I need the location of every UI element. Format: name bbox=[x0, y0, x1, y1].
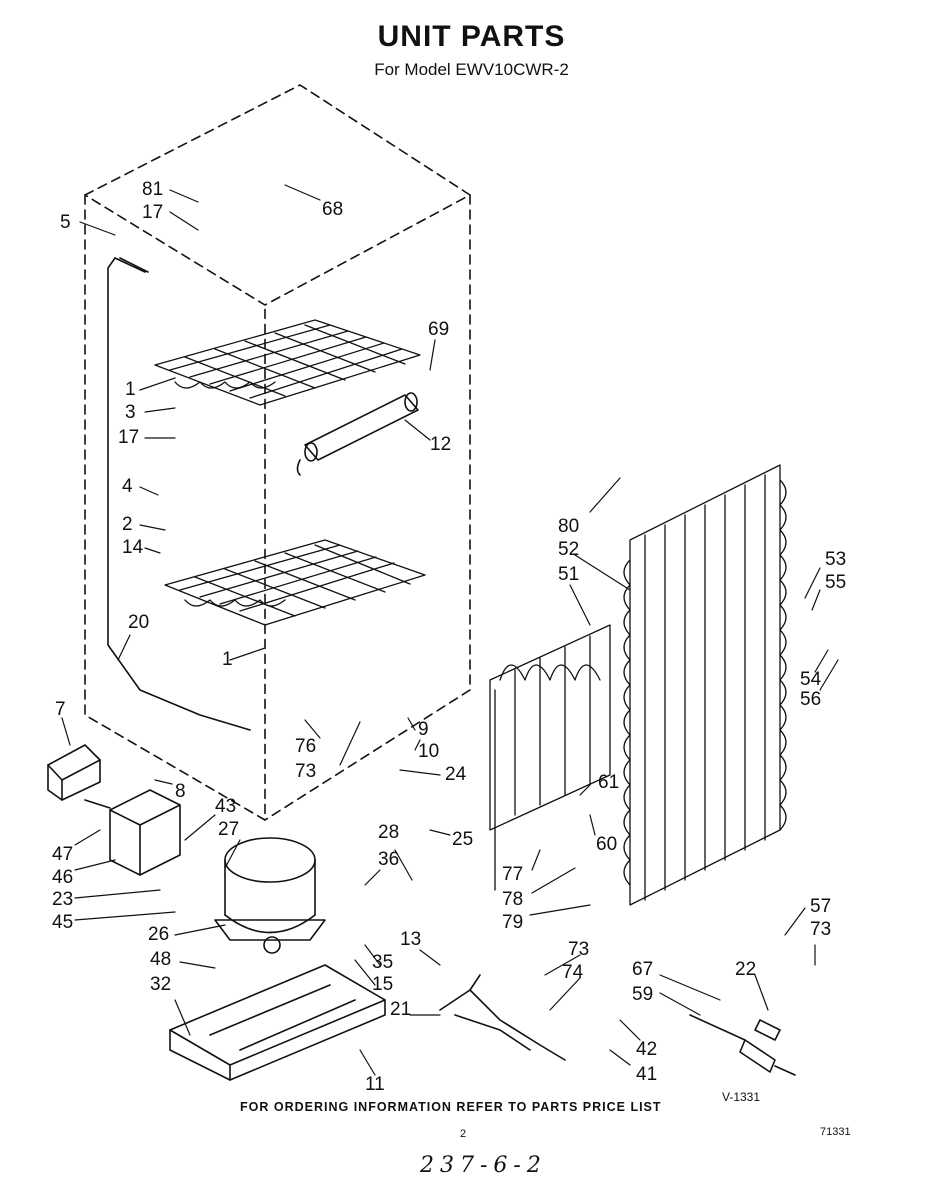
evaporator-shelf-lower bbox=[164, 539, 426, 626]
figure-code: V-1331 bbox=[722, 1090, 761, 1104]
callout-label: 77 bbox=[502, 864, 523, 885]
callout-label: 78 bbox=[502, 889, 523, 910]
callout-label: 10 bbox=[418, 741, 439, 762]
callout-label: 5 bbox=[60, 212, 71, 233]
callout-label: 13 bbox=[400, 929, 421, 950]
callout-label: 48 bbox=[150, 949, 171, 970]
callout-label: 41 bbox=[636, 1064, 657, 1085]
callout-label: 3 bbox=[125, 402, 136, 423]
callout-label: 23 bbox=[52, 889, 73, 910]
callout-label: 21 bbox=[390, 999, 411, 1020]
callout-label: 2 bbox=[122, 514, 133, 535]
callout-label: 68 bbox=[322, 199, 343, 220]
callout-label: 73 bbox=[295, 761, 316, 782]
callout-label: 43 bbox=[215, 796, 236, 817]
condenser-front-panel bbox=[489, 624, 611, 891]
callout-label: 1 bbox=[125, 379, 136, 400]
callout-label: 59 bbox=[632, 984, 653, 1005]
callout-label: 27 bbox=[218, 819, 239, 840]
callout-label: 60 bbox=[596, 834, 617, 855]
callout-label: 20 bbox=[128, 612, 149, 633]
refrigerant-tubes bbox=[107, 257, 251, 731]
callout-label: 69 bbox=[428, 319, 449, 340]
condenser-coil bbox=[623, 464, 787, 906]
callout-label: 52 bbox=[558, 539, 579, 560]
wiring-harness bbox=[439, 974, 566, 1061]
callout-label: 15 bbox=[372, 974, 393, 995]
callout-label: 55 bbox=[825, 572, 846, 593]
compressor-base bbox=[169, 964, 386, 1081]
callout-label: 56 bbox=[800, 689, 821, 710]
callout-label: 81 bbox=[142, 179, 163, 200]
callout-label: 17 bbox=[142, 202, 163, 223]
evaporator-shelf-upper bbox=[154, 319, 421, 406]
callout-label: 11 bbox=[365, 1074, 385, 1095]
relay-box bbox=[84, 789, 181, 876]
callout-label: 67 bbox=[632, 959, 653, 980]
model-subtitle: For Model EWV10CWR-2 bbox=[374, 60, 569, 79]
accumulator bbox=[296, 392, 419, 476]
callout-label: 51 bbox=[558, 564, 579, 585]
ordering-note: FOR ORDERING INFORMATION REFER TO PARTS … bbox=[240, 1100, 662, 1114]
page-number: 2 bbox=[460, 1128, 467, 1140]
callout-label: 26 bbox=[148, 924, 169, 945]
bracket-7 bbox=[47, 744, 101, 801]
filter-drier bbox=[689, 1014, 796, 1076]
callout-label: 9 bbox=[418, 719, 429, 740]
document-number: 71331 bbox=[820, 1126, 851, 1138]
callout-label: 22 bbox=[735, 959, 756, 980]
callout-label: 28 bbox=[378, 822, 399, 843]
callout-label: 47 bbox=[52, 844, 73, 865]
callout-label: 8 bbox=[175, 781, 186, 802]
callout-label: 25 bbox=[452, 829, 473, 850]
cabinet-outline bbox=[84, 84, 471, 821]
callout-labels: 81 17 68 5 69 1 3 17 12 4 2 14 20 1 7 8 … bbox=[52, 179, 846, 1095]
callout-label: 17 bbox=[118, 427, 139, 448]
callout-label: 42 bbox=[636, 1039, 657, 1060]
callout-label: 80 bbox=[558, 516, 579, 537]
callout-label: 74 bbox=[562, 962, 584, 983]
callout-label: 54 bbox=[800, 669, 822, 690]
compressor bbox=[214, 837, 326, 954]
leader-lines bbox=[61, 184, 839, 1076]
callout-label: 7 bbox=[55, 699, 66, 720]
callout-label: 36 bbox=[378, 849, 399, 870]
callout-label: 73 bbox=[568, 939, 589, 960]
callout-label: 76 bbox=[295, 736, 316, 757]
callout-label: 4 bbox=[122, 476, 133, 497]
callout-label: 12 bbox=[430, 434, 451, 455]
page-title: UNIT PARTS bbox=[377, 20, 566, 53]
callout-label: 35 bbox=[372, 952, 393, 973]
callout-label: 79 bbox=[502, 912, 523, 933]
callout-label: 14 bbox=[122, 537, 144, 558]
callout-label: 61 bbox=[598, 772, 619, 793]
handwritten-note: 237-6-2 bbox=[420, 1153, 547, 1178]
callout-label: 46 bbox=[52, 867, 73, 888]
callout-label: 57 bbox=[810, 896, 831, 917]
callout-label: 1 bbox=[222, 649, 233, 670]
callout-label: 45 bbox=[52, 912, 73, 933]
callout-label: 53 bbox=[825, 549, 846, 570]
callout-label: 32 bbox=[150, 974, 171, 995]
callout-label: 24 bbox=[445, 764, 467, 785]
callout-label: 73 bbox=[810, 919, 831, 940]
